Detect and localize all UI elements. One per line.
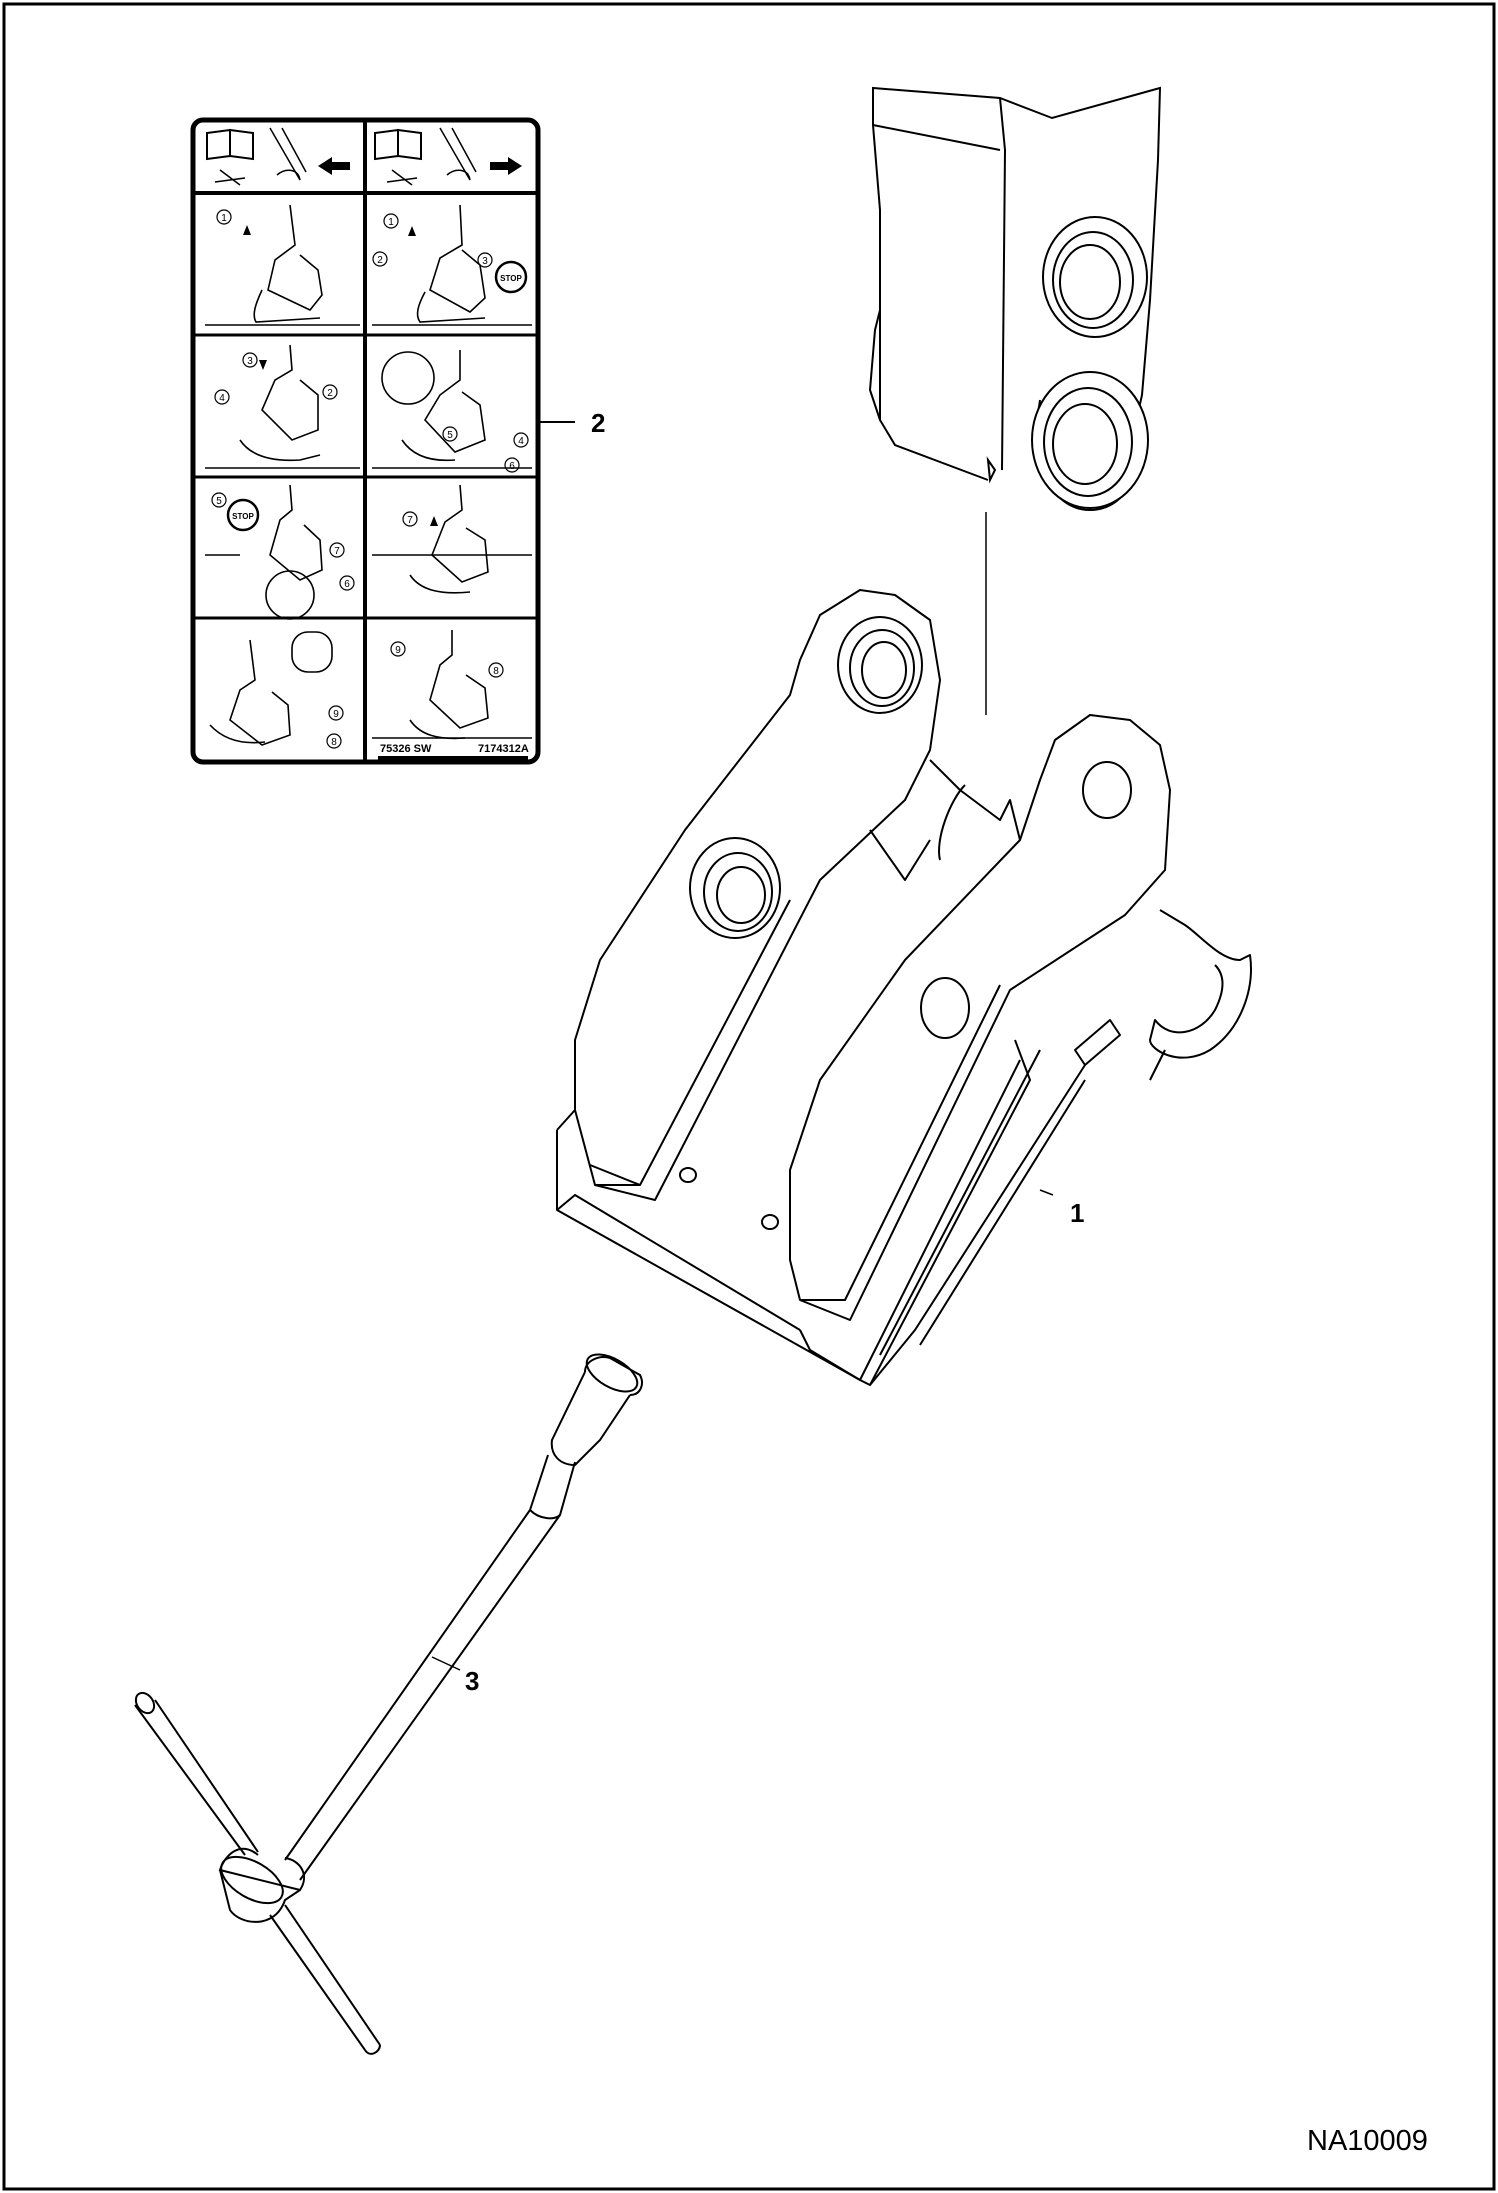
svg-text:7: 7: [334, 546, 340, 557]
svg-text:2: 2: [377, 255, 383, 266]
svg-text:8: 8: [493, 666, 499, 677]
arrow-left-icon: [318, 157, 350, 175]
book-icon: [374, 128, 422, 161]
arrow-right-icon: [490, 157, 522, 175]
callout-1: 1: [1070, 1198, 1084, 1228]
svg-text:9: 9: [395, 645, 401, 656]
drawing-id: NA10009: [1307, 2125, 1428, 2157]
svg-text:5: 5: [447, 430, 453, 441]
callout-2: 2: [591, 408, 605, 438]
svg-text:6: 6: [509, 461, 515, 472]
callout-3-leader: [431, 1656, 461, 1671]
svg-text:4: 4: [219, 393, 225, 404]
bucket-coupler: [556, 589, 1252, 1386]
callout-1-leader: [1039, 1189, 1054, 1196]
stop-label: STOP: [500, 274, 522, 283]
t-handle-wrench: [134, 1353, 643, 2055]
callout-3: 3: [465, 1666, 479, 1696]
svg-text:2: 2: [327, 388, 333, 399]
step-numbers: 1 1 2 3 3 2 4 4 5 6 5 7 6 7 9 8 9 8: [216, 213, 524, 748]
svg-text:1: 1: [388, 217, 394, 228]
svg-text:9: 9: [333, 709, 339, 720]
svg-text:5: 5: [216, 496, 222, 507]
stop-sign-icon: STOP: [226, 498, 260, 532]
book-icon: [206, 128, 254, 161]
decal-part-left: 75326 SW: [380, 743, 432, 755]
svg-text:4: 4: [518, 436, 524, 447]
stop-label: STOP: [232, 512, 254, 521]
decal-illustration: STOP STOP 1 1 2 3 3 2 4 4 5: [190, 117, 541, 765]
step-markers: [211, 209, 529, 749]
svg-text:3: 3: [482, 256, 488, 267]
svg-text:3: 3: [247, 356, 253, 367]
svg-text:1: 1: [221, 213, 227, 224]
excavator-arm: [868, 86, 1162, 512]
stop-sign-icon: STOP: [494, 260, 528, 294]
svg-text:6: 6: [344, 579, 350, 590]
barcode: [378, 756, 528, 760]
svg-text:7: 7: [407, 515, 413, 526]
svg-text:8: 8: [331, 737, 337, 748]
decal-part-right: 7174312A: [478, 743, 529, 755]
